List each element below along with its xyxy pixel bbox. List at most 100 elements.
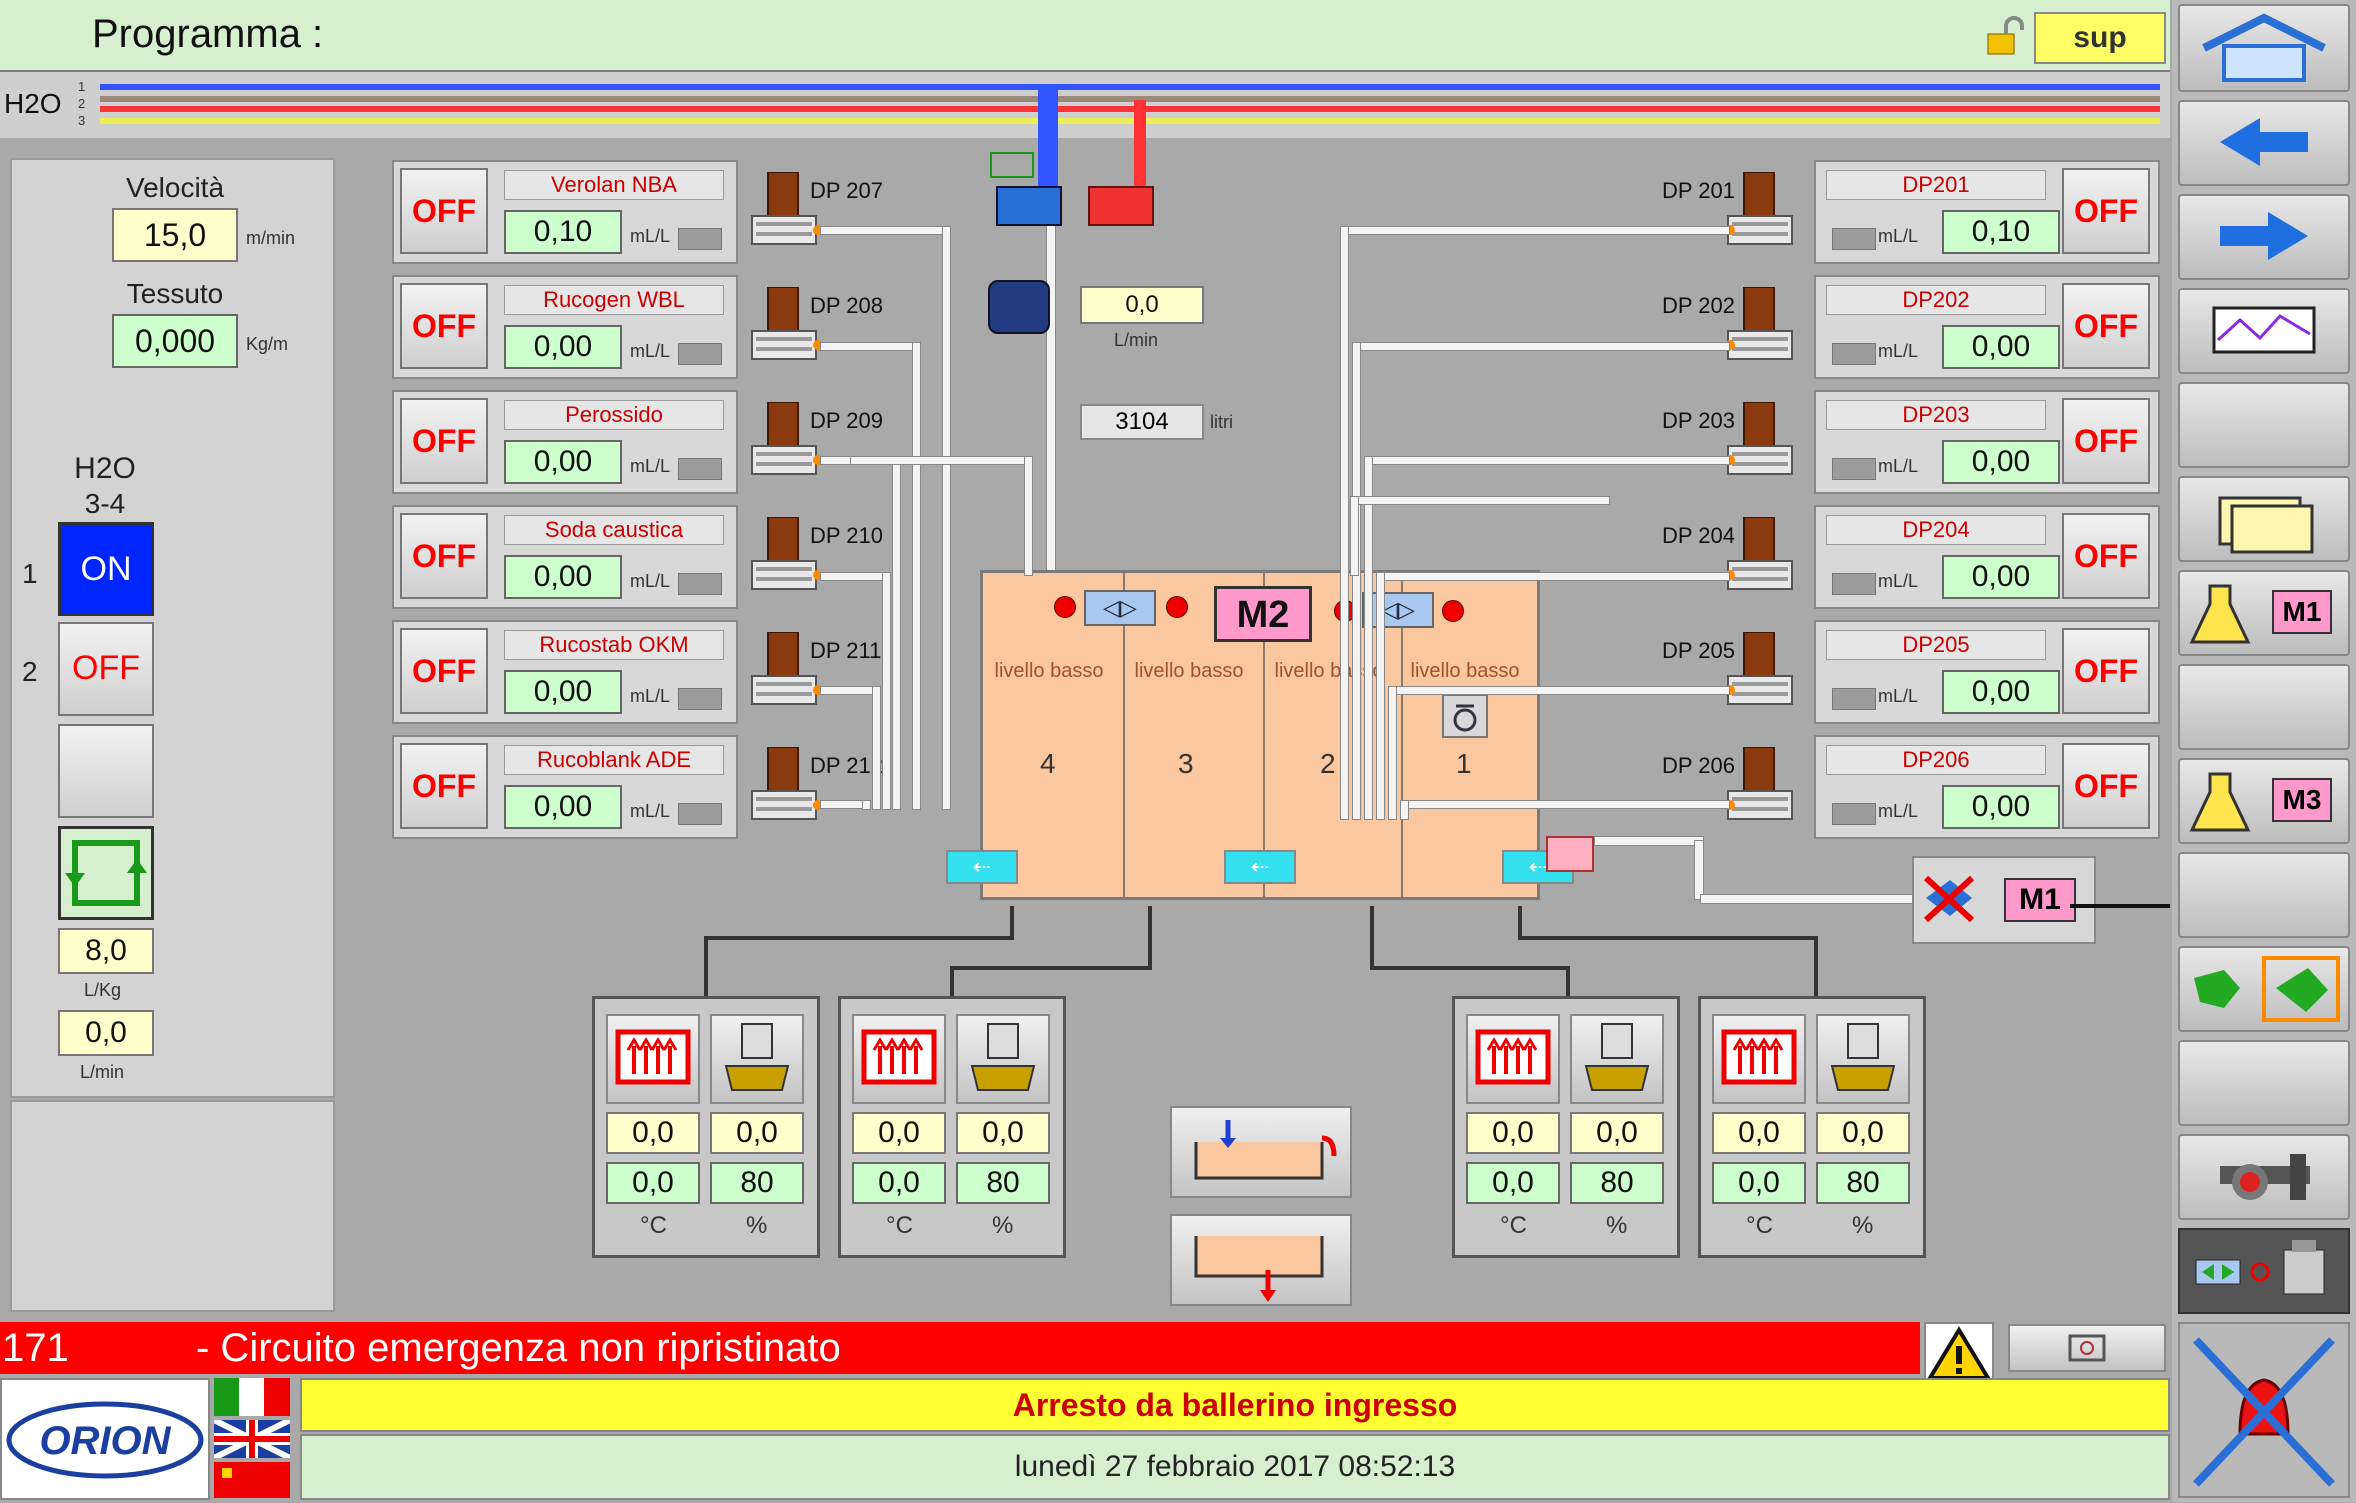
dosing-pump-icon[interactable]: [1724, 171, 1800, 250]
temperature-actual[interactable]: 0,0: [606, 1112, 700, 1154]
alarm-silence-button[interactable]: [2178, 1322, 2350, 1498]
sidebar-empty-4[interactable]: [2178, 1040, 2350, 1126]
sidebar-empty-3[interactable]: [2178, 852, 2350, 938]
doser-value[interactable]: 0,00: [1942, 670, 2060, 714]
doser-toggle[interactable]: OFF: [2062, 283, 2150, 369]
valve-setpoint[interactable]: 80: [1570, 1162, 1664, 1204]
doser-toggle[interactable]: OFF: [400, 283, 488, 369]
valve-setpoint[interactable]: 80: [710, 1162, 804, 1204]
valve-setpoint[interactable]: 80: [1816, 1162, 1910, 1204]
dosing-pump-icon[interactable]: [748, 286, 824, 365]
italian-flag-icon[interactable]: [214, 1378, 290, 1416]
unlock-icon[interactable]: [1984, 16, 2024, 56]
valve-actual[interactable]: 0,0: [710, 1112, 804, 1154]
tank-fill-button[interactable]: [1170, 1106, 1352, 1198]
doser-toggle[interactable]: OFF: [2062, 743, 2150, 829]
dosing-pump-icon[interactable]: [1724, 746, 1800, 825]
china-flag-icon[interactable]: [214, 1462, 290, 1498]
center-flow-value[interactable]: 0,0: [1080, 286, 1204, 324]
dosing-pump-icon[interactable]: [748, 171, 824, 250]
heater-button[interactable]: [606, 1014, 700, 1104]
tank-direction-right[interactable]: ◁▷: [1362, 592, 1434, 628]
sidebar-empty-1[interactable]: [2178, 382, 2350, 468]
doser-value[interactable]: 0,10: [504, 210, 622, 254]
valve-mode-button[interactable]: [2178, 1228, 2350, 1314]
temperature-setpoint[interactable]: 0,0: [1712, 1162, 1806, 1204]
doser-toggle[interactable]: OFF: [400, 168, 488, 254]
m1-transfer-button[interactable]: M1: [1912, 856, 2096, 944]
h2o-line-1-toggle[interactable]: ON: [58, 522, 154, 616]
hot-water-valve[interactable]: [1088, 186, 1154, 226]
doser-value[interactable]: 0,10: [1942, 210, 2060, 254]
doser-toggle[interactable]: OFF: [400, 628, 488, 714]
fabric-value[interactable]: 0,000: [112, 314, 238, 368]
tank-drain-button[interactable]: [1170, 1214, 1352, 1306]
doser-toggle[interactable]: OFF: [2062, 168, 2150, 254]
dosing-pump-icon[interactable]: [748, 516, 824, 595]
doser-value[interactable]: 0,00: [504, 670, 622, 714]
doser-toggle[interactable]: OFF: [400, 743, 488, 829]
doser-value[interactable]: 0,00: [1942, 440, 2060, 484]
mechanics-button[interactable]: [2178, 1134, 2350, 1220]
back-button[interactable]: [2178, 100, 2350, 186]
steam-valve-button[interactable]: [1570, 1014, 1664, 1104]
valve-actual[interactable]: 0,0: [956, 1112, 1050, 1154]
heater-button[interactable]: [852, 1014, 946, 1104]
temperature-setpoint[interactable]: 0,0: [1466, 1162, 1560, 1204]
temperature-actual[interactable]: 0,0: [1712, 1112, 1806, 1154]
trend-chart-button[interactable]: [2178, 288, 2350, 374]
doser-value[interactable]: 0,00: [1942, 325, 2060, 369]
temperature-setpoint[interactable]: 0,0: [852, 1162, 946, 1204]
doser-value[interactable]: 0,00: [504, 440, 622, 484]
forward-button[interactable]: [2178, 194, 2350, 280]
dosing-pump-icon[interactable]: [1724, 516, 1800, 595]
heater-button[interactable]: [1466, 1014, 1560, 1104]
doser-value[interactable]: 0,00: [1942, 785, 2060, 829]
folders-button[interactable]: [2178, 476, 2350, 562]
valve-actual[interactable]: 0,0: [1816, 1112, 1910, 1154]
dosing-pump-icon[interactable]: [1724, 631, 1800, 710]
doser-toggle[interactable]: OFF: [2062, 513, 2150, 599]
steam-valve-button[interactable]: [710, 1014, 804, 1104]
steam-valve-button[interactable]: [956, 1014, 1050, 1104]
velocity-value[interactable]: 15,0: [112, 208, 238, 262]
m1-recipe-button[interactable]: M1: [2178, 570, 2350, 656]
m1-transfer-valve[interactable]: [1546, 836, 1594, 872]
doser-toggle[interactable]: OFF: [400, 513, 488, 599]
m3-recipe-button[interactable]: M3: [2178, 758, 2350, 844]
transfer-button[interactable]: [2178, 946, 2350, 1032]
temperature-actual[interactable]: 0,0: [1466, 1112, 1560, 1154]
user-level-button[interactable]: sup: [2034, 12, 2166, 64]
dosing-pump-icon[interactable]: [1724, 286, 1800, 365]
h2o-line-2-toggle[interactable]: OFF: [58, 622, 154, 716]
valve-actual[interactable]: 0,0: [1570, 1112, 1664, 1154]
valve-setpoint[interactable]: 80: [956, 1162, 1050, 1204]
doser-toggle[interactable]: OFF: [2062, 628, 2150, 714]
tank-direction-left[interactable]: ◁▷: [1084, 590, 1156, 626]
alarm-history-button[interactable]: [2008, 1324, 2166, 1372]
home-button[interactable]: [2178, 4, 2350, 92]
doser-toggle[interactable]: OFF: [2062, 398, 2150, 484]
ratio-value[interactable]: 8,0: [58, 928, 154, 974]
doser-toggle[interactable]: OFF: [400, 398, 488, 484]
dosing-pump-icon[interactable]: [748, 631, 824, 710]
uk-flag-icon[interactable]: [212, 1417, 292, 1461]
cold-water-valve[interactable]: [996, 186, 1062, 226]
doser-value[interactable]: 0,00: [504, 555, 622, 599]
heater-button[interactable]: [1712, 1014, 1806, 1104]
h2o-empty-toggle[interactable]: [58, 724, 154, 818]
temperature-actual[interactable]: 0,0: [852, 1112, 946, 1154]
section-1-drain-button[interactable]: [1442, 694, 1488, 738]
steam-valve-button[interactable]: [1816, 1014, 1910, 1104]
dosing-pump-icon[interactable]: [1724, 401, 1800, 480]
section-2-transfer[interactable]: ⇠: [1224, 850, 1296, 884]
doser-value[interactable]: 0,00: [1942, 555, 2060, 599]
language-selector[interactable]: [212, 1378, 294, 1500]
dosing-pump-icon[interactable]: [748, 401, 824, 480]
flow-value[interactable]: 0,0: [58, 1010, 154, 1056]
section-4-transfer[interactable]: ⇠: [946, 850, 1018, 884]
recirculation-button[interactable]: [58, 826, 154, 920]
doser-value[interactable]: 0,00: [504, 325, 622, 369]
temperature-setpoint[interactable]: 0,0: [606, 1162, 700, 1204]
doser-value[interactable]: 0,00: [504, 785, 622, 829]
